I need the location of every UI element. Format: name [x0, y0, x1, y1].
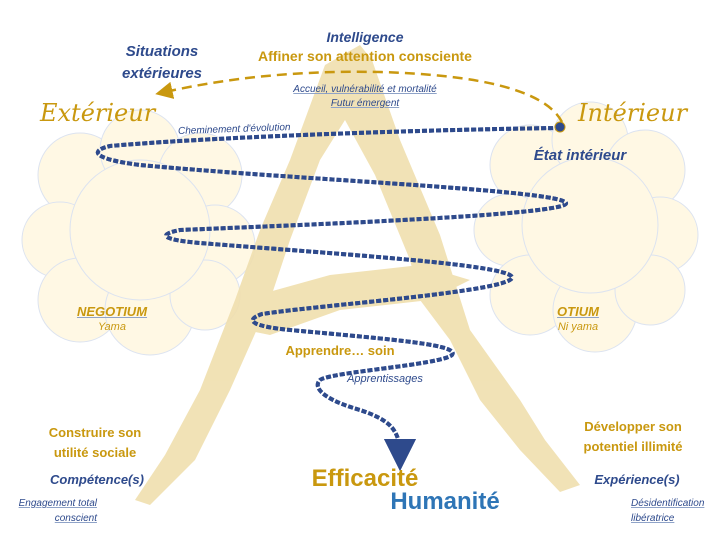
experience-label: Expérience(s) — [594, 472, 680, 487]
accueil-label: Accueil, vulnérabilité et mortalité — [293, 84, 437, 95]
competence-label: Compétence(s) — [50, 472, 144, 487]
right-cloud — [473, 101, 699, 353]
yama-label: Yama — [98, 321, 126, 333]
developper-label-2: potentiel illimité — [583, 439, 683, 454]
construire-label-2: utilité sociale — [53, 445, 137, 460]
letter-a-shape — [135, 45, 580, 505]
situations-label-2: extérieures — [121, 65, 203, 82]
interieur-title: Intérieur — [578, 99, 688, 127]
evolution-spiral-path — [98, 128, 566, 471]
apprentissages-label: Apprentissages — [347, 373, 423, 385]
engagement-label-2: conscient — [54, 513, 97, 524]
apprendre-label: Apprendre… soin — [285, 343, 395, 358]
desidentification-label-2: libératrice — [631, 513, 675, 524]
affiner-label: Affiner son attention consciente — [258, 48, 472, 64]
construire-label-1: Construire son — [48, 425, 142, 440]
etat-interieur-label: État intérieur — [533, 147, 627, 164]
futur-label: Futur émergent — [330, 98, 400, 109]
engagement-label-1: Engagement total — [18, 498, 97, 509]
ni-yama-label: Ni yama — [557, 321, 599, 333]
negotium-label: NEGOTIUM — [76, 304, 148, 319]
intelligence-label: Intelligence — [326, 29, 404, 45]
exterieur-title: Extérieur — [40, 99, 156, 127]
start-dot — [554, 121, 566, 133]
developper-label-1: Développer son — [584, 419, 682, 434]
left-cloud — [21, 109, 256, 356]
situations-label-1: Situations — [125, 43, 199, 60]
otium-label: OTIUM — [557, 304, 599, 319]
humanite-label: Humanité — [390, 488, 500, 515]
efficacite-label: Efficacité — [311, 465, 419, 492]
desidentification-label-1: Désidentification — [631, 498, 705, 509]
gold-dashed-arrow — [155, 70, 564, 123]
